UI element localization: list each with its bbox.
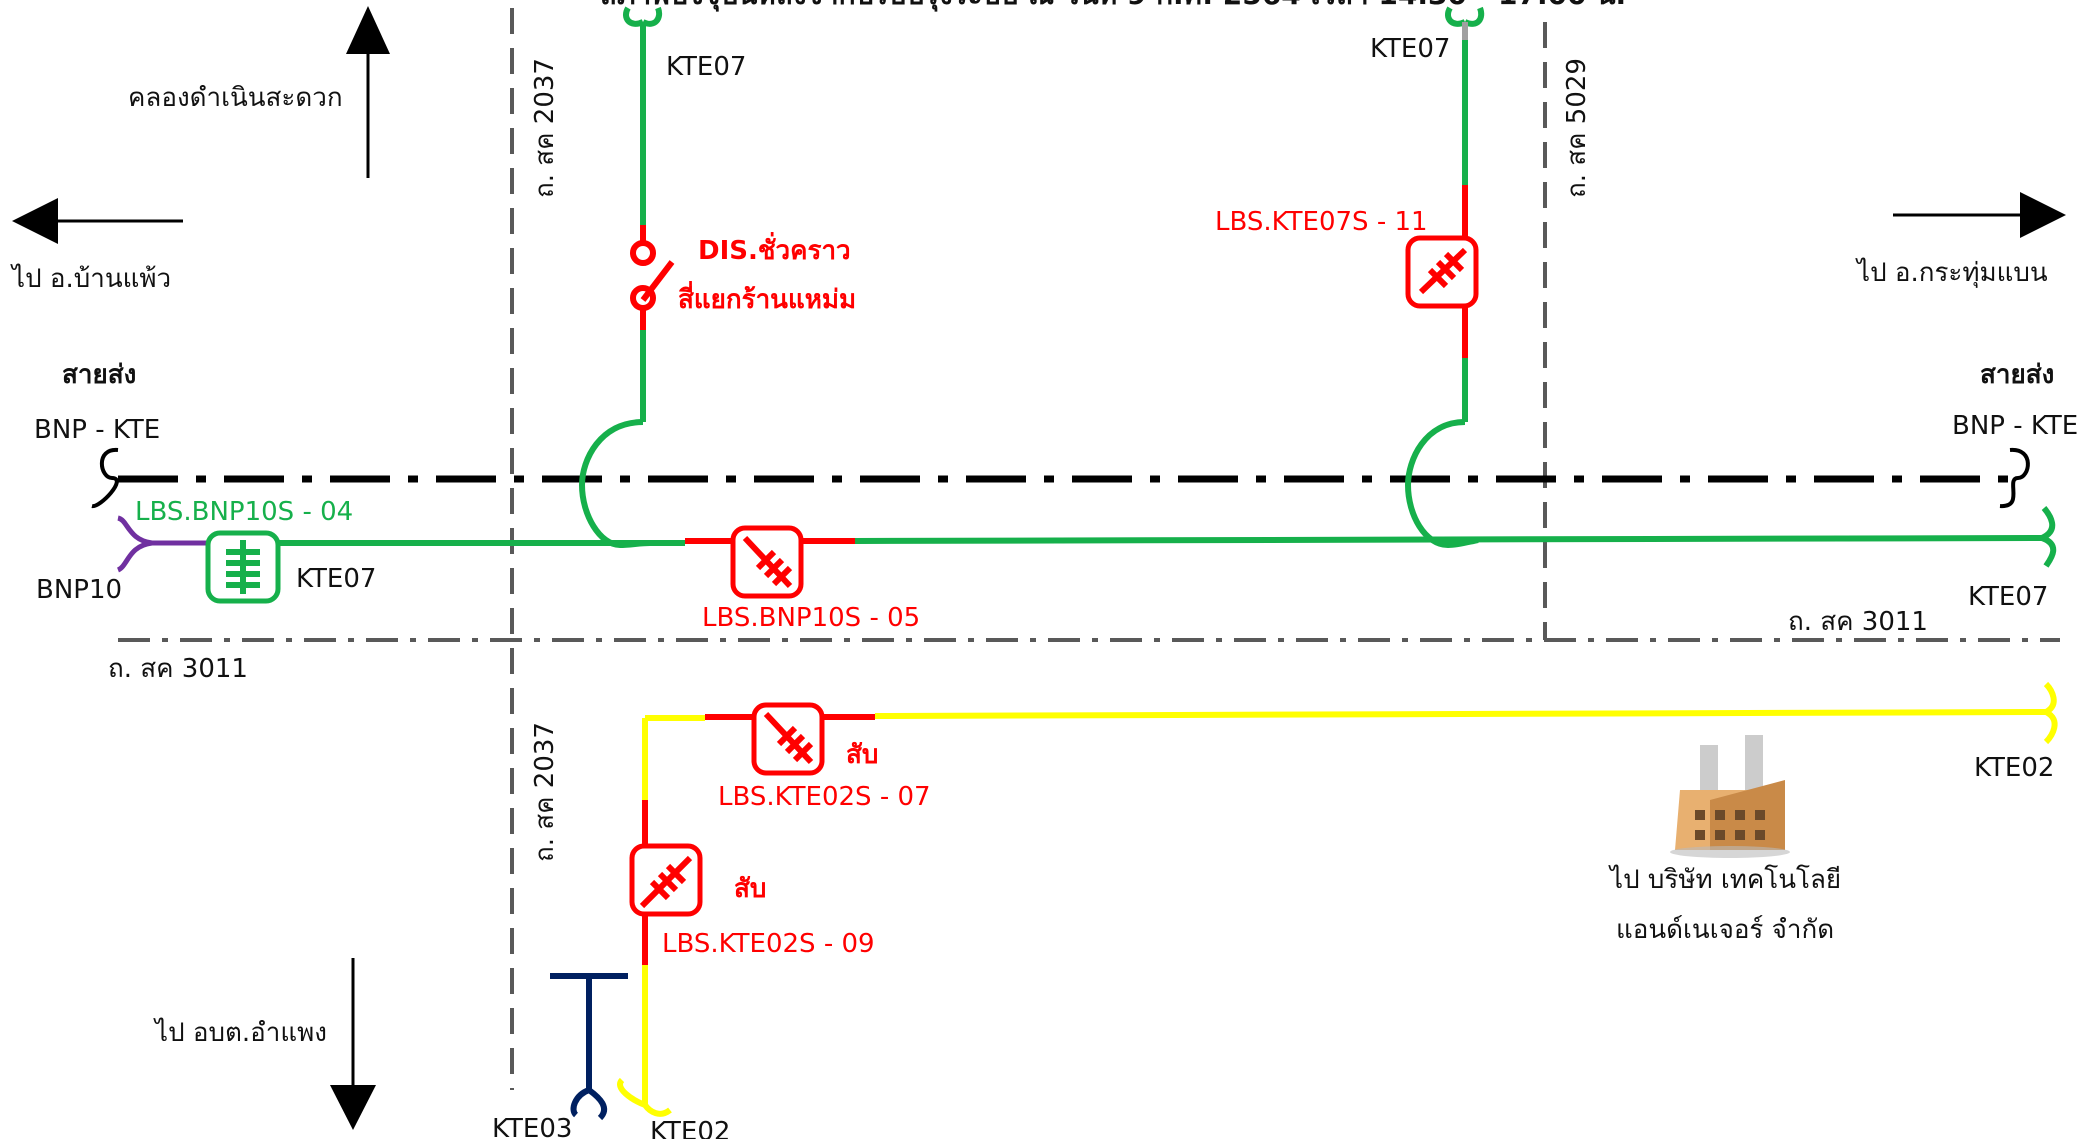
dis-switch[interactable] [630, 225, 675, 330]
lbs-bnp10s-04-label: LBS.BNP10S - 04 [135, 497, 353, 527]
direction-north-label: คลองดำเนินสะดวก [128, 83, 343, 113]
arrow-right-icon [2020, 192, 2066, 238]
kte07-right-crossover [1404, 419, 1479, 549]
feeder-kte07 [208, 6, 2057, 568]
dis-switch-label-1: DIS.ชั่วคราว [698, 231, 851, 266]
arrow-down-icon [330, 1085, 376, 1130]
transmission-line [91, 447, 2030, 509]
road-label-sk2037-bottom: ถ. สค 2037 [530, 722, 560, 862]
transmission-right-title: สายส่ง [1980, 360, 2054, 390]
kte07-right-end [2040, 506, 2057, 568]
transmission-left-name: BNP - KTE [34, 415, 160, 445]
direction-west-label: ไป อ.บ้านแพ้ว [10, 263, 171, 294]
kte07-top-left-end [623, 6, 663, 27]
arrow-up-icon [346, 6, 390, 54]
lbs-bnp10s-04[interactable] [205, 530, 281, 604]
feeder-kte07-top-right-label: KTE07 [1370, 34, 1450, 64]
road-label-sk2037-top: ถ. สค 2037 [530, 58, 560, 198]
lbs-bnp10s-05-label: LBS.BNP10S - 05 [702, 603, 920, 633]
lbs-kte02s-07-state: สับ [846, 740, 878, 770]
kte07-top-right-end [1445, 6, 1485, 27]
kte07-left-crossover [578, 419, 651, 549]
feeder-kte03 [550, 973, 628, 1121]
feeder-bnp10 [116, 515, 208, 573]
direction-south-label: ไป อบต.อำแพง [153, 1017, 327, 1048]
road-label-sk3011-left: ถ. สค 3011 [108, 654, 248, 684]
lbs-bnp10s-05[interactable] [685, 525, 855, 599]
road-label-sk5029: ถ. สค 5029 [1562, 58, 1592, 198]
road-label-sk3011-right: ถ. สค 3011 [1788, 607, 1928, 637]
lbs-kte07s-11-label: LBS.KTE07S - 11 [1215, 207, 1428, 237]
direction-east-label: ไป อ.กระทุ่มแบน [1855, 257, 2048, 288]
feeder-bnp10-label: BNP10 [36, 575, 122, 605]
roads [118, 8, 2060, 1090]
transmission-end-right [1999, 447, 2030, 509]
kte02-bottom-end [617, 1077, 672, 1117]
diagram-header: สภาพปัจจุบันหลังจากปรับปรุงระบบ ณ วันที่… [600, 0, 1626, 12]
transmission-left-title: สายส่ง [62, 360, 136, 390]
lbs-kte07s-11[interactable] [1405, 185, 1479, 358]
feeder-kte02 [617, 681, 2058, 1117]
feeder-kte02-right-label: KTE02 [1974, 753, 2054, 783]
direction-arrows [12, 6, 2066, 1130]
lbs-kte02s-07[interactable] [705, 702, 875, 776]
feeder-kte07-top-left-label: KTE07 [666, 52, 746, 82]
transmission-end-left [91, 447, 119, 508]
transmission-right-name: BNP - KTE [1952, 411, 2078, 441]
feeder-kte07-mid-label: KTE07 [296, 564, 376, 594]
feeder-kte02-bottom-label: KTE02 [650, 1117, 730, 1139]
kte02-right-end [2043, 681, 2058, 745]
lbs-kte02s-07-label: LBS.KTE02S - 07 [718, 782, 931, 812]
feeder-kte03-label: KTE03 [492, 1114, 572, 1139]
factory-icon [1670, 735, 1790, 858]
lbs-kte02s-09-state: สับ [734, 874, 766, 904]
feeder-kte07-right-label: KTE07 [1968, 582, 2048, 612]
arrow-left-icon [12, 198, 58, 244]
lbs-kte02s-09-label: LBS.KTE02S - 09 [662, 929, 875, 959]
customer-label-2: แอนด์เนเจอร์ จำกัด [1616, 915, 1834, 945]
lbs-kte02s-09[interactable] [629, 800, 703, 965]
customer-label-1: ไป บริษัท เทคโนโลยี [1608, 864, 1841, 895]
dis-switch-label-2: สี่แยกร้านแหม่ม [678, 280, 856, 315]
